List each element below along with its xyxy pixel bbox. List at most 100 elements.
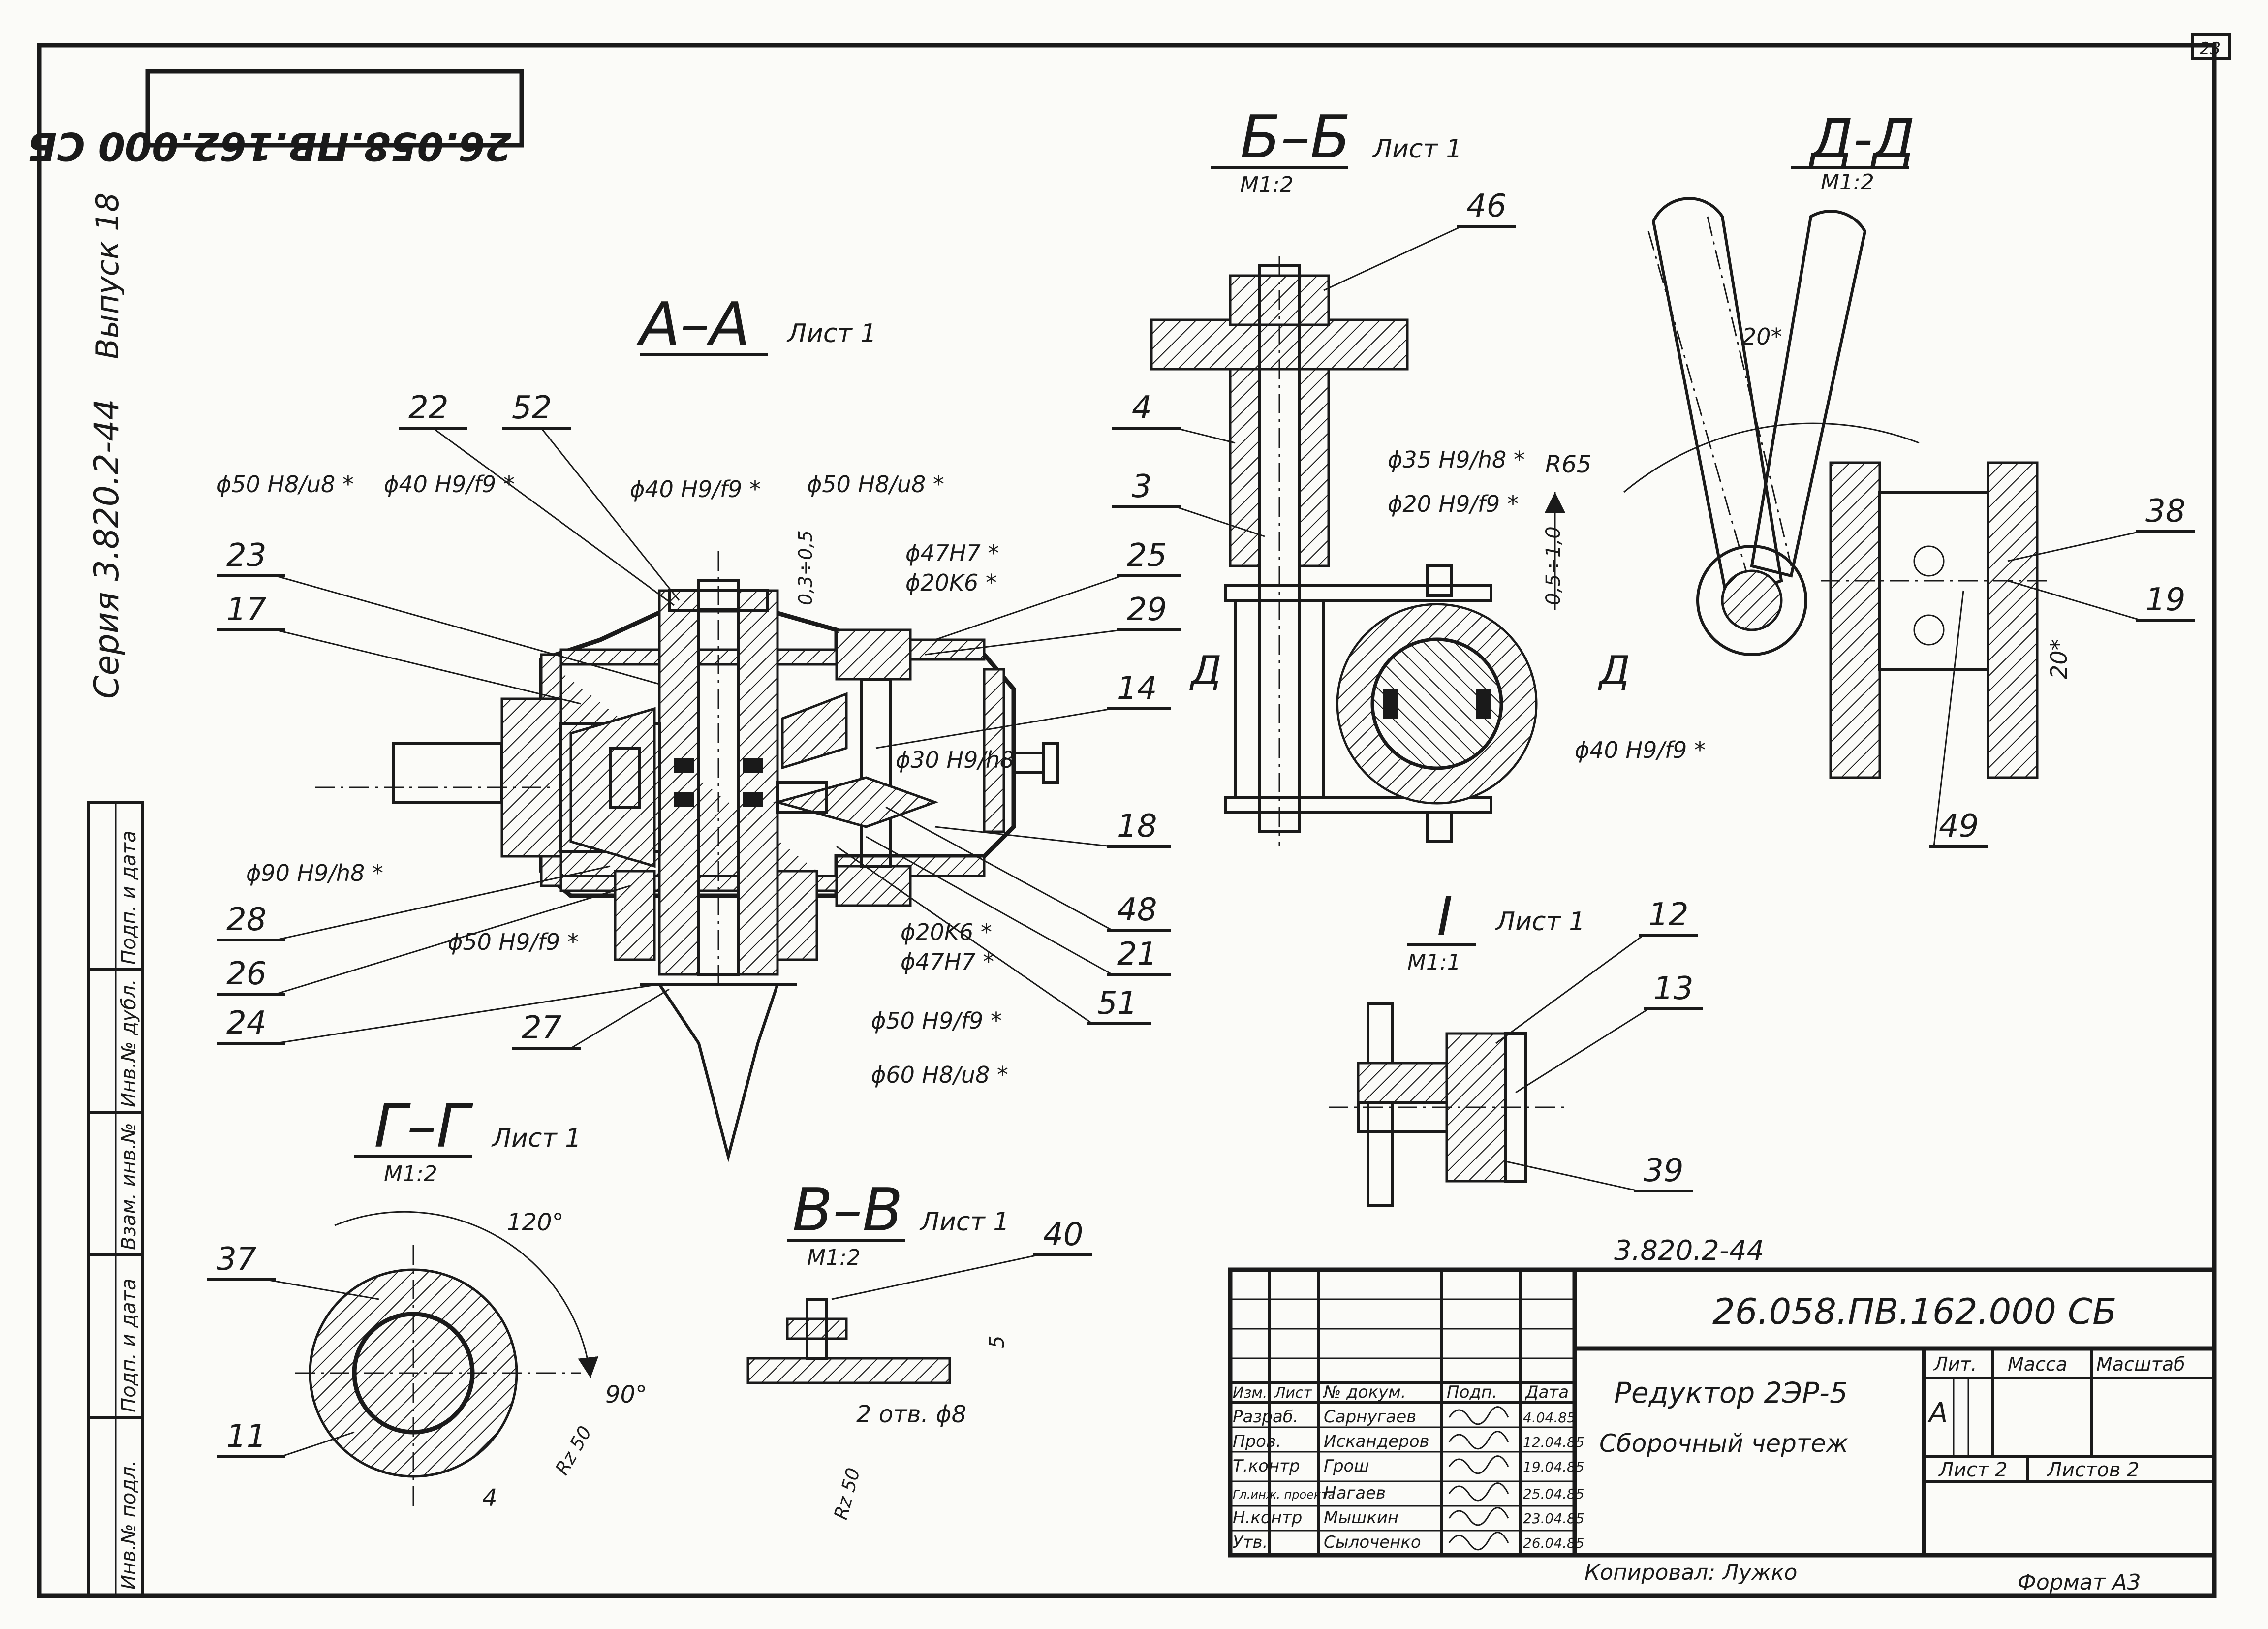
fit-f8: ϕ90 H9/h8 * <box>246 860 383 886</box>
fit-f18: 0,5÷1,0 <box>1542 526 1565 605</box>
side-col-1: Подп. и дата <box>118 1279 140 1412</box>
callout-26: 26 <box>226 956 266 992</box>
fit-f2: ϕ40 H9/f9 * <box>384 471 515 498</box>
view-aa-title: А–А <box>636 290 750 359</box>
signature-mark <box>1448 1482 1509 1502</box>
fit-f11: ϕ47H7 * <box>901 948 994 975</box>
tb-row0-role: Разраб. <box>1233 1407 1299 1427</box>
callout-25: 25 <box>1127 537 1167 574</box>
view-vv-sheet: Лист 1 <box>919 1207 1009 1237</box>
section-d-right: Д <box>1598 648 1630 693</box>
fit-f5: ϕ47H7 * <box>905 540 999 566</box>
view-aa-callouts: 22 52 23 17 28 26 24 27 25 29 14 18 48 2… <box>217 390 1181 1050</box>
page-number: 23 <box>2200 39 2221 59</box>
fit-f6: ϕ20K6 * <box>905 569 997 596</box>
tb-row2-date: 19.04.85 <box>1523 1459 1584 1475</box>
fit-f12: ϕ50 H9/f9 * <box>871 1007 1002 1034</box>
view-bb-title: Б–Б <box>1240 103 1351 172</box>
signature-mark <box>1448 1455 1509 1474</box>
callout-4: 4 <box>1132 390 1152 426</box>
tb-row4-date: 23.04.85 <box>1523 1510 1584 1527</box>
tb-row2-name: Грош <box>1324 1456 1369 1476</box>
sheet-frame <box>37 33 2231 1598</box>
callout-14: 14 <box>1117 670 1157 707</box>
callout-22: 22 <box>408 390 448 426</box>
callout-24: 24 <box>226 1005 266 1041</box>
side-col-4: Подп. и дата <box>118 831 140 965</box>
callout-23: 23 <box>226 537 266 574</box>
fit-f28: Rz 50 <box>830 1466 864 1522</box>
view-dd: Д-Д М1:2 R65 20* 20* 38 19 49 <box>1545 107 2195 848</box>
fit-f3: ϕ40 H9/f9 * <box>630 476 761 502</box>
view-bb: Б–Б М1:2 Лист 1 0,5÷1,0 ϕ35 H9/h8 * ϕ20 … <box>1112 103 1706 846</box>
side-col-2: Взам. инв.№ <box>118 1123 140 1250</box>
tb-row5-name: Сылоченко <box>1324 1533 1421 1552</box>
fit-f20: 20* <box>1742 323 1782 350</box>
signature-mark <box>1448 1532 1509 1551</box>
side-col-0: Инв.№ подл. <box>118 1460 140 1590</box>
stamp-code: 26.058.ПВ.162.000 СБ <box>28 124 512 168</box>
fit-f14: 0,3÷0,5 <box>795 530 816 605</box>
doc-code: 3.820.2-44 <box>1614 1235 1764 1267</box>
tb-row1-date: 12.04.85 <box>1523 1434 1584 1450</box>
fit-f19: R65 <box>1545 451 1591 478</box>
side-col-3: Инв.№ дубл. <box>118 979 140 1107</box>
fit-f26: 2 отв. ϕ8 <box>856 1401 966 1428</box>
callout-27: 27 <box>522 1010 562 1046</box>
tb-name2: Сборочный чертеж <box>1599 1429 1848 1458</box>
view-i-title: I <box>1437 885 1453 948</box>
callout-46: 46 <box>1466 188 1506 224</box>
tb-format: Формат А3 <box>2018 1570 2141 1595</box>
tb-hdr-3: Подп. <box>1447 1382 1497 1402</box>
tb-row5-role: Утв. <box>1233 1533 1268 1552</box>
fit-f21: 20* <box>2046 639 2072 679</box>
tb-designation: 26.058.ПВ.162.000 СБ <box>1712 1291 2117 1332</box>
tb-lit: А <box>1927 1397 1948 1429</box>
issue-label: Выпуск 18 <box>90 192 125 359</box>
callout-21: 21 <box>1117 936 1157 972</box>
view-aa-sheet: Лист 1 <box>786 319 876 348</box>
callout-13: 13 <box>1653 971 1693 1007</box>
view-aa: А–А Лист 1 <box>315 290 1059 1162</box>
callout-17: 17 <box>226 592 267 628</box>
callout-11: 11 <box>226 1418 266 1455</box>
fit-f17: ϕ40 H9/f9 * <box>1575 737 1706 763</box>
callout-28: 28 <box>226 902 266 938</box>
view-bb-scale: М1:2 <box>1240 172 1294 197</box>
tb-mass-hdr: Масса <box>2008 1353 2067 1375</box>
view-gg: Г–Г М1:2 Лист 1 120° 90° Rz 50 4 37 11 <box>207 1093 647 1512</box>
tb-row3-role: Гл.инж. проекта <box>1233 1488 1335 1502</box>
tb-row1-role: Пров. <box>1233 1432 1281 1451</box>
view-vv: В–В М1:2 Лист 1 2 отв. ϕ8 5 Rz 50 40 <box>746 1176 1092 1522</box>
view-dd-title: Д-Д <box>1808 107 1915 170</box>
frame-text: 26.058.ПВ.162.000 СБ 23 Серия 3.820.2-44… <box>28 39 2221 1590</box>
callout-52: 52 <box>512 390 552 426</box>
view-vv-scale: М1:2 <box>807 1245 861 1270</box>
fit-f22: 120° <box>507 1209 564 1236</box>
tb-hdr-2: № докум. <box>1323 1382 1406 1402</box>
fit-f1: ϕ50 H8/u8 * <box>217 471 354 498</box>
tb-name1: Редуктор 2ЭР-5 <box>1614 1376 1848 1410</box>
callout-39: 39 <box>1644 1153 1683 1189</box>
stamp-box <box>145 69 524 148</box>
view-i-scale: М1:1 <box>1407 950 1461 975</box>
signature-mark <box>1448 1431 1509 1450</box>
tb-row0-name: Сарнугаев <box>1324 1407 1416 1427</box>
view-vv-title: В–В <box>792 1176 903 1245</box>
fit-f24: Rz 50 <box>551 1422 596 1478</box>
view-dd-scale: М1:2 <box>1821 170 1874 195</box>
fit-f15: ϕ35 H9/h8 * <box>1388 446 1525 473</box>
callout-48: 48 <box>1117 892 1157 928</box>
tb-sheets: Листов 2 <box>2046 1459 2140 1481</box>
callout-19: 19 <box>2145 582 2185 618</box>
tb-hdr-1: Лист <box>1274 1384 1313 1402</box>
tb-row5-date: 26.04.85 <box>1523 1535 1584 1551</box>
view-i: I М1:1 Лист 1 12 13 39 <box>1329 885 1703 1207</box>
signature-mark <box>1448 1507 1509 1526</box>
tb-row3-date: 25.04.85 <box>1523 1486 1584 1502</box>
fit-f16: ϕ20 H9/f9 * <box>1388 491 1519 517</box>
tb-sheet: Лист 2 <box>1938 1459 2008 1481</box>
view-bb-sheet: Лист 1 <box>1372 134 1462 164</box>
